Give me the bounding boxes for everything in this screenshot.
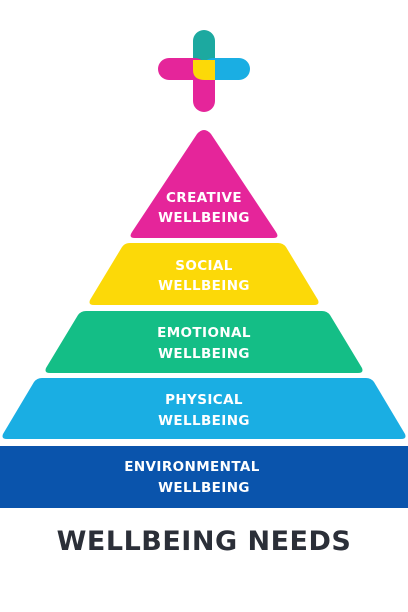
plus-cross-icon (158, 30, 250, 112)
tier-label-line2: WELLBEING (158, 346, 250, 362)
wellbeing-pyramid: CREATIVE WELLBEING SOCIAL WELLBEING EMOT… (0, 30, 408, 508)
tier-label-line2: WELLBEING (158, 413, 250, 429)
page-title: WELLBEING NEEDS (56, 526, 352, 557)
pyramid-tier-creative: CREATIVE WELLBEING (130, 130, 278, 238)
tier-label-line2: WELLBEING (158, 278, 250, 294)
pyramid-tier-environmental: ENVIRONMENTAL WELLBEING (0, 446, 408, 508)
tier-label-line1: PHYSICAL (165, 392, 243, 408)
pyramid-tier-social: SOCIAL WELLBEING (89, 243, 319, 305)
pyramid-tier-emotional: EMOTIONAL WELLBEING (45, 311, 363, 373)
tier-label-line2: WELLBEING (158, 210, 250, 226)
tier-label-line2: WELLBEING (158, 480, 250, 496)
tier-label-line1: CREATIVE (166, 190, 242, 206)
tier-label-line1: EMOTIONAL (157, 325, 251, 341)
tier-label-line1: SOCIAL (175, 258, 233, 274)
tier-label-line1: ENVIRONMENTAL (124, 459, 260, 475)
pyramid-tier-physical: PHYSICAL WELLBEING (2, 378, 406, 439)
